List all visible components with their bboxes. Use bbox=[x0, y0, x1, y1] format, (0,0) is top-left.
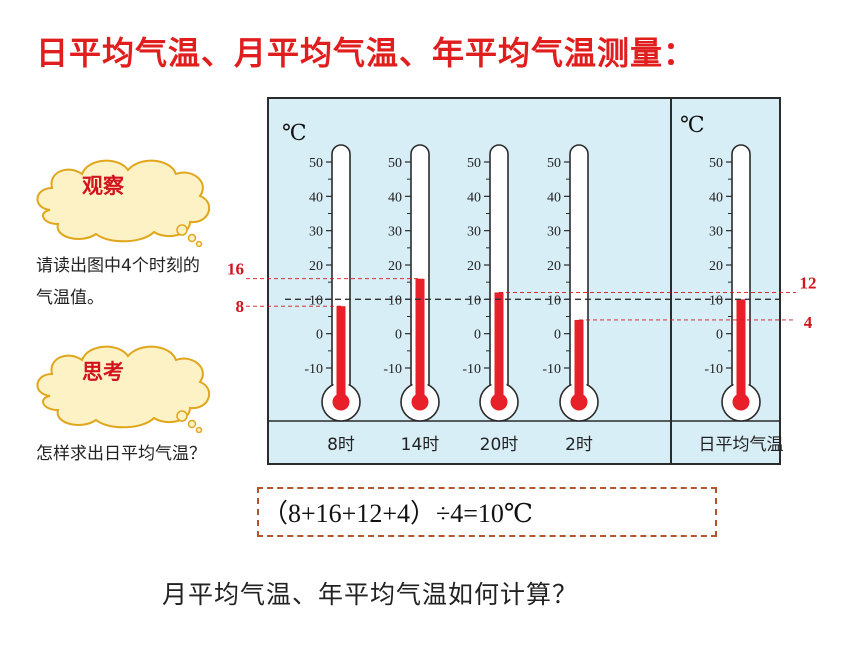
mercury-column bbox=[415, 278, 425, 402]
think-label: 思考 bbox=[82, 360, 124, 384]
tick-label: 10 bbox=[467, 293, 481, 308]
formula-text: （8+16+12+4）÷4=10℃ bbox=[262, 499, 534, 528]
temperature-markers: 16 8 12 4 bbox=[227, 260, 817, 332]
tick-label: 40 bbox=[547, 190, 561, 205]
tick-label: -10 bbox=[542, 362, 561, 377]
tick-label: 40 bbox=[309, 190, 323, 205]
tick-label: 30 bbox=[709, 225, 723, 240]
tick-label: 40 bbox=[467, 190, 481, 205]
mercury-bulb bbox=[490, 393, 508, 411]
right-marker-label: 4 bbox=[804, 313, 813, 332]
tick-label: 40 bbox=[709, 190, 723, 205]
unit-label-right: ℃ bbox=[680, 112, 705, 137]
think-cloud-icon bbox=[36, 345, 211, 433]
tick-label: -10 bbox=[704, 362, 723, 377]
tick-label: 10 bbox=[709, 293, 723, 308]
time-label: 14时 bbox=[401, 435, 440, 455]
observe-label: 观察 bbox=[82, 174, 124, 198]
tick-label: 20 bbox=[309, 259, 323, 274]
tick-label: 30 bbox=[467, 225, 481, 240]
left-marker-label: 16 bbox=[227, 260, 244, 279]
mercury-column bbox=[574, 319, 584, 402]
time-label: 8时 bbox=[327, 435, 355, 455]
tick-label: 50 bbox=[467, 156, 481, 171]
tick-label: -10 bbox=[304, 362, 323, 377]
tick-label: 50 bbox=[547, 156, 561, 171]
mercury-column bbox=[494, 292, 504, 402]
tick-label: 10 bbox=[547, 293, 561, 308]
mercury-column bbox=[336, 306, 346, 402]
tick-label: 20 bbox=[388, 259, 402, 274]
left-marker-label: 8 bbox=[236, 297, 245, 316]
tick-label: 10 bbox=[388, 293, 402, 308]
tick-label: 0 bbox=[716, 328, 723, 343]
tick-label: 30 bbox=[309, 225, 323, 240]
tick-label: 0 bbox=[474, 328, 481, 343]
thermometer-reading-1: 50 40 30 20 10 0 -10 14时 bbox=[383, 144, 440, 455]
mercury-column bbox=[736, 299, 746, 402]
mercury-bulb bbox=[332, 393, 350, 411]
tick-label: 30 bbox=[547, 225, 561, 240]
tick-label: 0 bbox=[395, 328, 402, 343]
tick-label: 20 bbox=[547, 259, 561, 274]
tick-label: 20 bbox=[709, 259, 723, 274]
tick-label: 40 bbox=[388, 190, 402, 205]
tick-label: -10 bbox=[462, 362, 481, 377]
tick-label: 30 bbox=[388, 225, 402, 240]
tick-label: 10 bbox=[309, 293, 323, 308]
observe-prompt: 请读出图中4个时刻的气温值。 bbox=[36, 256, 200, 308]
tick-label: 20 bbox=[467, 259, 481, 274]
thermometer-reading-2: 50 40 30 20 10 0 -10 20时 bbox=[462, 144, 519, 455]
question-text: 月平均气温、年平均气温如何计算？ bbox=[162, 580, 579, 609]
tick-label: 50 bbox=[388, 156, 402, 171]
time-label: 日平均气温 bbox=[699, 435, 784, 455]
mercury-bulb bbox=[411, 393, 429, 411]
time-label: 2时 bbox=[565, 435, 593, 455]
tick-label: 0 bbox=[554, 328, 561, 343]
observe-cloud-icon bbox=[36, 159, 211, 247]
think-prompt: 怎样求出日平均气温？ bbox=[36, 444, 206, 464]
tick-label: -10 bbox=[383, 362, 402, 377]
unit-label-left: ℃ bbox=[282, 120, 307, 145]
tick-label: 50 bbox=[709, 156, 723, 171]
formula-box bbox=[257, 487, 717, 537]
thermometer-group: 50 40 30 20 10 0 -10 8时 50 40 30 20 10 0 -10 14时 50 40 30 2… bbox=[304, 144, 784, 455]
mercury-bulb bbox=[570, 393, 588, 411]
page-title: 日平均气温、月平均气温、年平均气温测量： bbox=[36, 34, 697, 72]
time-label: 20时 bbox=[480, 435, 519, 455]
right-marker-label: 12 bbox=[800, 273, 817, 292]
thermometer-average: 50 40 30 20 10 0 -10 日平均气温 bbox=[699, 144, 784, 455]
thermometer-reading-0: 50 40 30 20 10 0 -10 8时 bbox=[304, 144, 361, 455]
mercury-bulb bbox=[732, 393, 750, 411]
tick-label: 0 bbox=[316, 328, 323, 343]
thermometer-reading-3: 50 40 30 20 10 0 -10 2时 bbox=[542, 144, 599, 455]
tick-label: 50 bbox=[309, 156, 323, 171]
